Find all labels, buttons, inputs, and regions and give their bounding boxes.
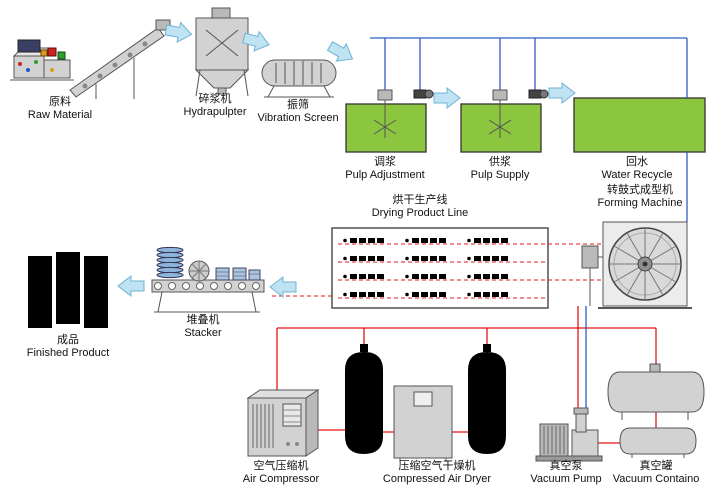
label-en: Compressed Air Dryer — [382, 473, 492, 485]
label-en: Forming Machine — [597, 197, 683, 209]
label-zh: 调浆 — [374, 156, 396, 168]
air-tank-1 — [345, 344, 383, 461]
label-zh: 转鼓式成型机 — [607, 184, 673, 196]
label-en: Pulp Supply — [470, 169, 530, 181]
label-zh: 烘干生产线 — [392, 194, 448, 206]
label-zh: 碎浆机 — [198, 93, 232, 105]
air-dryer-cabinet — [393, 385, 453, 462]
label-raw-material: 原料 Raw Material — [10, 96, 110, 122]
label-air-dryer: 压缩空气干燥机 Compressed Air Dryer — [367, 460, 507, 486]
finished-product-stacks — [28, 252, 108, 328]
label-drying-line: 烘干生产线 Drying Product Line — [350, 194, 490, 220]
hydrapulpter-machine — [194, 7, 250, 97]
pulp-supply-pool — [460, 103, 542, 153]
label-en: Raw Material — [27, 109, 93, 121]
label-air-compressor: 空气压缩机 Air Compressor — [231, 460, 331, 486]
label-zh: 回水 — [626, 156, 648, 168]
agitator-pulp-adjustment — [373, 89, 397, 138]
label-en: Finished Product — [26, 347, 110, 359]
label-zh: 供浆 — [489, 156, 511, 168]
pulp-piping — [370, 37, 688, 222]
agitator-pulp-supply — [488, 89, 512, 138]
air-vacuum-piping — [276, 306, 657, 444]
label-en: Hydrapulpter — [183, 106, 247, 118]
flow-arrow-icon — [269, 276, 297, 298]
conveyor-belt — [69, 19, 171, 99]
vacuum-container-tanks — [607, 363, 705, 458]
label-zh: 压缩空气干燥机 — [398, 460, 476, 472]
label-hydrapulpter: 碎浆机 Hydrapulpter — [165, 93, 265, 119]
label-en: Pulp Adjustment — [345, 169, 425, 181]
water-recycle-pool — [573, 97, 706, 153]
label-water-recycle: 回水 Water Recycle — [587, 156, 687, 182]
forming-machine — [581, 221, 692, 309]
label-forming-machine: 转鼓式成型机 Forming Machine — [580, 184, 700, 210]
drying-line-box — [270, 227, 603, 309]
stacker-machine — [151, 246, 265, 313]
label-en: Drying Product Line — [371, 207, 469, 219]
label-zh: 空气压缩机 — [253, 460, 309, 472]
label-en: Air Compressor — [242, 473, 320, 485]
pump-pulp-supply — [528, 89, 549, 99]
label-en: Vibration Screen — [257, 112, 339, 124]
label-vibration-screen: 振筛 Vibration Screen — [248, 99, 348, 125]
cup-stack — [156, 246, 184, 279]
flow-arrow-icon — [548, 82, 576, 104]
label-zh: 成品 — [57, 334, 79, 346]
label-en: Water Recycle — [601, 169, 673, 181]
air-compressor-machine — [246, 389, 320, 457]
label-en: Vacuum Pump — [530, 473, 602, 485]
label-stacker: 堆叠机 Stacker — [153, 314, 253, 340]
label-pulp-adjustment: 调浆 Pulp Adjustment — [335, 156, 435, 182]
pump-pulp-adjustment — [413, 89, 434, 99]
label-zh: 振筛 — [287, 99, 309, 111]
air-tank-2 — [468, 344, 506, 461]
label-en: Stacker — [184, 327, 222, 339]
label-zh: 堆叠机 — [186, 314, 220, 326]
vacuum-pump-machine — [535, 407, 603, 462]
label-zh: 原料 — [49, 96, 71, 108]
label-pulp-supply: 供浆 Pulp Supply — [450, 156, 550, 182]
raw-material-bales — [10, 39, 74, 81]
label-finished-product: 成品 Finished Product — [18, 334, 118, 360]
label-en: Vacuum Containo — [612, 473, 700, 485]
flow-arrow-icon — [433, 87, 461, 109]
label-vacuum-container: 真空罐 Vacuum Containo — [606, 460, 706, 486]
label-zh: 真空罐 — [639, 460, 673, 472]
flow-arrow-icon — [117, 275, 145, 297]
label-zh: 真空泵 — [549, 460, 583, 472]
label-vacuum-pump: 真空泵 Vacuum Pump — [516, 460, 616, 486]
vibration-screen-machine — [261, 59, 337, 98]
